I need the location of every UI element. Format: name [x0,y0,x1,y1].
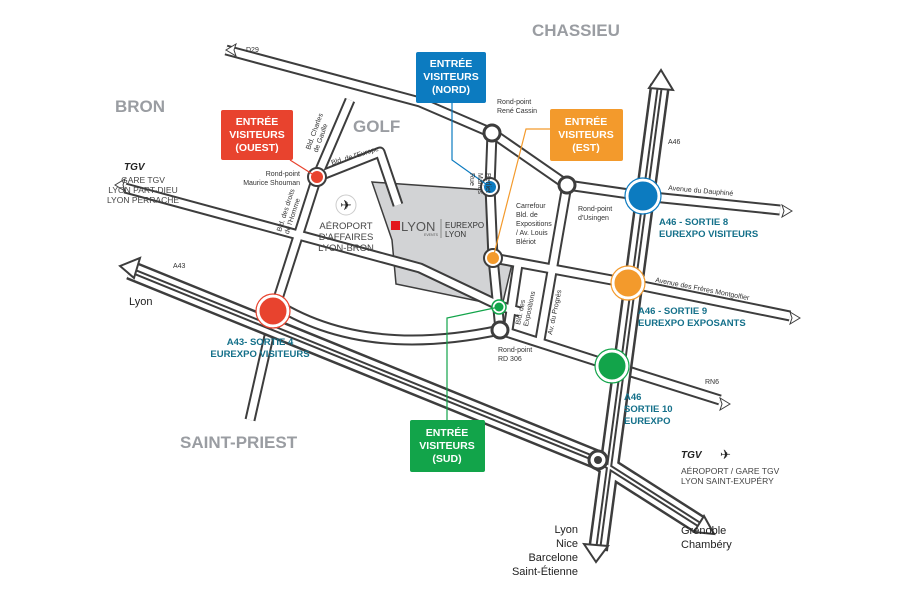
area-chassieu: CHASSIEU [532,21,620,40]
airport-icon-right: ✈ [720,447,731,462]
road-marius-berliet: RueMariusBerliet [468,173,491,195]
exit-marker-sortie4 [256,294,290,328]
exit-marker-sortie10 [595,349,629,383]
exit-marker-sortie8 [625,178,661,214]
area-golf: GOLF [353,117,400,136]
svg-text:✈: ✈ [340,197,352,213]
roundabouts [482,123,577,340]
dest-lyon: Lyon [129,296,152,308]
area-bron: BRON [115,97,165,116]
tgv-logo-left: TGV [124,162,146,173]
local-roads [114,42,801,422]
tgv-logo-right: TGV [681,450,703,461]
lyon-events-logo: LYON [401,219,435,234]
exit-marker-sortie9 [611,266,645,300]
airport-icon: ✈ [335,194,357,216]
road-a46: A46 [668,139,681,146]
entrance-markers[interactable] [255,167,662,384]
highways [118,68,716,564]
road-a43: A43 [173,263,186,270]
lyon-events-logo-mark [391,221,400,230]
road-rn6: RN6 [705,379,719,386]
svg-text:EVENTS: EVENTS [424,233,439,237]
area-saint-priest: SAINT-PRIEST [180,433,298,452]
road-d29: D29 [246,47,259,54]
